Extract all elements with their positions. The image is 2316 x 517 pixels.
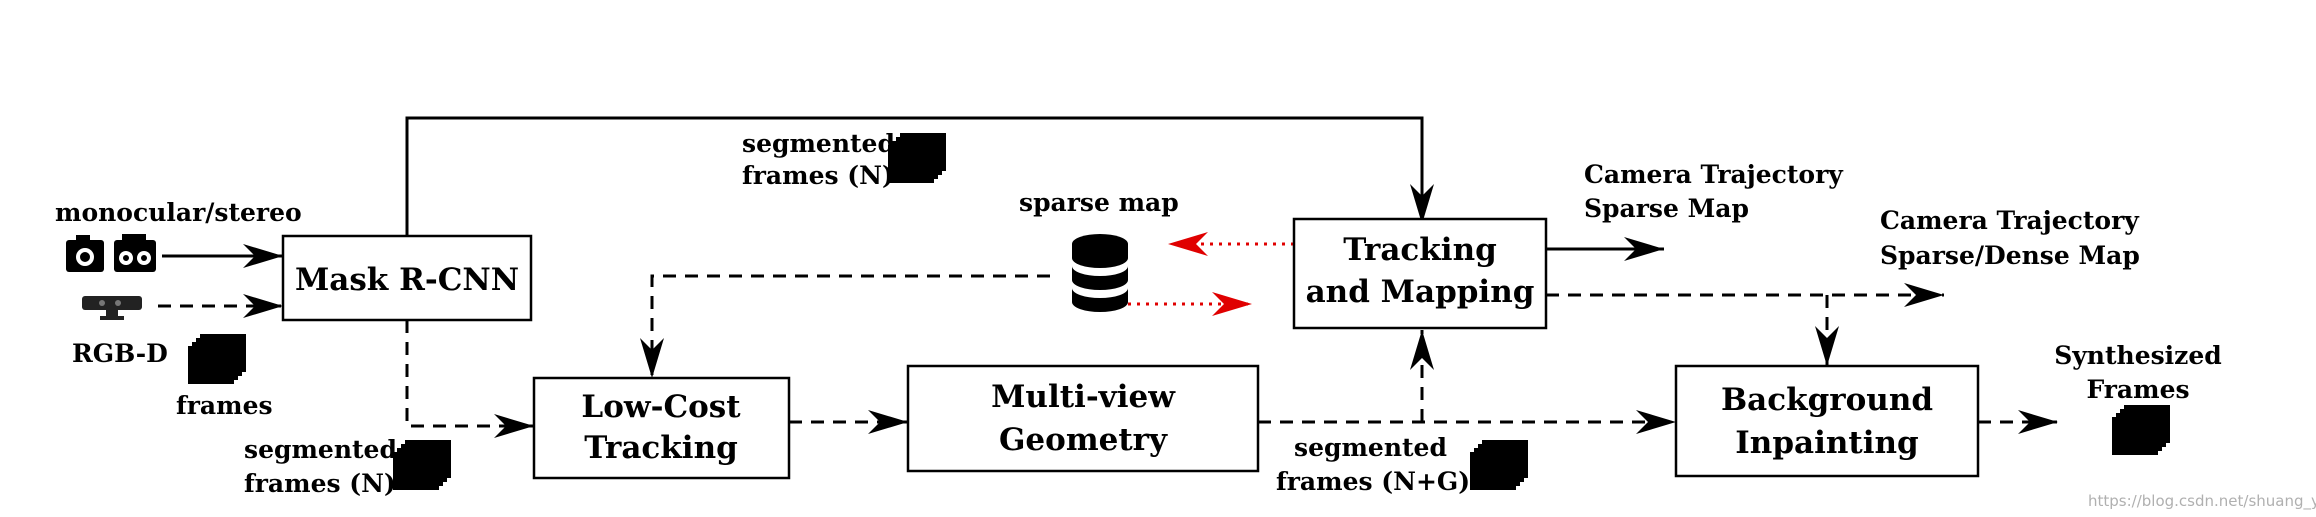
sparse-map-label: sparse map — [1019, 188, 1179, 217]
low-cost-tracking-box: Low-Cost Tracking — [532, 376, 791, 480]
rgbd-label: RGB-D — [72, 339, 168, 368]
frame-stack-icon — [888, 133, 946, 183]
tracking-and-mapping-box: Tracking and Mapping — [1292, 217, 1548, 330]
synthesized-frames-label-1: Synthesized — [2054, 341, 2222, 370]
background-inpainting-box: Background Inpainting — [1674, 364, 1980, 478]
segmented-frames-ng-label-2: frames (N+G) — [1276, 467, 1470, 496]
background-inpainting-label-2: Inpainting — [1735, 425, 1918, 461]
low-cost-tracking-label-1: Low-Cost — [581, 389, 741, 425]
segmented-frames-bottom-label-2: frames (N) — [244, 469, 396, 498]
camera-trajectory-sparse-label-1: Camera Trajectory — [1584, 160, 1844, 189]
background-inpainting-label-1: Background — [1721, 382, 1933, 418]
frame-stack-icon — [393, 440, 451, 490]
frame-stack-icon — [188, 334, 246, 384]
segmented-frames-top-label-2: frames (N) — [742, 161, 894, 190]
rgbd-sensor-icon — [82, 296, 142, 320]
camera-trajectory-sparse-label-2: Sparse Map — [1584, 194, 1749, 223]
segmented-frames-top-label-1: segmented — [742, 129, 895, 158]
segmented-frames-ng-label-1: segmented — [1294, 433, 1447, 462]
edge-mask-to-tracking — [405, 116, 1434, 236]
watermark: https://blog.csdn.net/shuang_yu_ — [2088, 492, 2316, 511]
multi-view-geometry-label-1: Multi-view — [991, 379, 1176, 415]
stereo-camera-icon — [114, 234, 156, 272]
camera-trajectory-dense-label-1: Camera Trajectory — [1880, 206, 2140, 235]
database-icon — [1072, 234, 1128, 312]
frames-label: frames — [176, 391, 273, 420]
synthesized-frames-label-2: Frames — [2086, 375, 2189, 404]
edge-map-to-lowcost — [640, 274, 1050, 378]
camera-icon — [66, 235, 104, 272]
edge-mask-to-lowcost — [405, 320, 534, 438]
multi-view-geometry-label-2: Geometry — [999, 422, 1168, 458]
low-cost-tracking-label-2: Tracking — [584, 430, 738, 466]
camera-trajectory-dense-label-2: Sparse/Dense Map — [1880, 241, 2140, 270]
frame-stack-icon — [2112, 405, 2170, 455]
tracking-and-mapping-label-1: Tracking — [1343, 232, 1497, 268]
frame-stack-icon — [1470, 440, 1528, 490]
mask-rcnn-box: Mask R-CNN — [281, 234, 533, 322]
segmented-frames-bottom-label-1: segmented — [244, 435, 397, 464]
monocular-stereo-label: monocular/stereo — [55, 198, 302, 227]
multi-view-geometry-box: Multi-view Geometry — [906, 364, 1260, 473]
mask-rcnn-label: Mask R-CNN — [295, 262, 519, 298]
tracking-and-mapping-label-2: and Mapping — [1306, 274, 1535, 310]
